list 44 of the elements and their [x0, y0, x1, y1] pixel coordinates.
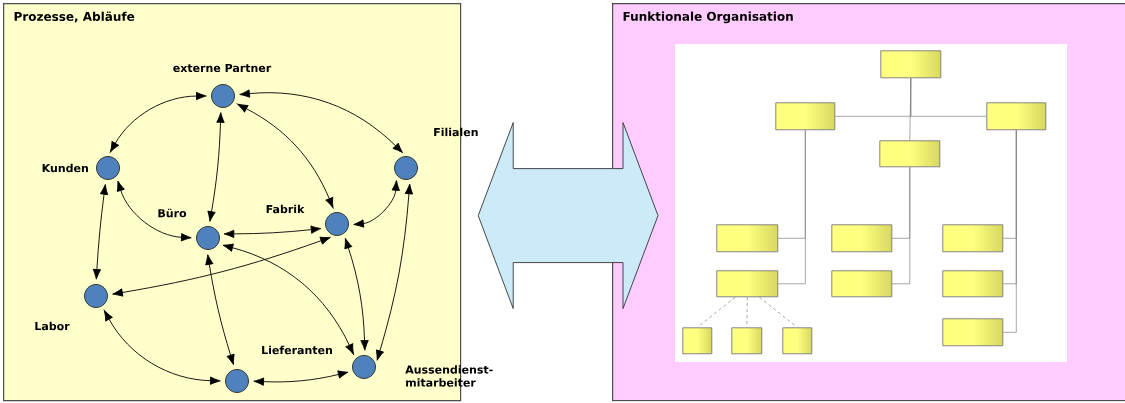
org-box [986, 102, 1047, 131]
org-box [880, 50, 942, 79]
node-label: Büro [158, 208, 187, 218]
arrow [253, 370, 349, 386]
arrow [109, 91, 207, 153]
arrow [222, 243, 354, 355]
node-label: Kunden [42, 163, 88, 173]
node-label: Lieferanten [262, 345, 332, 355]
panel-heading: Funktionale Organisation [623, 11, 793, 24]
connector-line [777, 129, 806, 285]
org-box [731, 327, 763, 355]
arrow [237, 103, 334, 209]
connector-line [910, 77, 987, 117]
org-box [716, 270, 779, 298]
arrow [92, 184, 109, 280]
connector-line [1002, 129, 1017, 333]
org-box [831, 270, 893, 298]
org-box [942, 270, 1004, 298]
org-box [682, 327, 713, 355]
arrow [239, 89, 403, 154]
arrow [207, 112, 225, 222]
org-box [782, 327, 813, 355]
node-label: Fabrik [266, 204, 305, 214]
block-arrow [477, 122, 659, 310]
org-box [831, 224, 893, 253]
arrow [344, 237, 369, 351]
org-box [942, 224, 1004, 253]
arrow [103, 310, 221, 385]
connector-line [696, 296, 736, 328]
arrow [223, 225, 322, 239]
panel-heading: Prozesse, Abläufe [14, 11, 135, 23]
arrow [205, 254, 235, 366]
org-box [775, 102, 836, 131]
node-label: Labor [35, 321, 70, 331]
arrow [116, 180, 192, 242]
arrow [112, 236, 331, 297]
arrow [353, 180, 400, 228]
org-box [716, 224, 779, 253]
connector-line [891, 166, 911, 285]
node-label: externe Partner [173, 63, 272, 73]
connector-line [758, 296, 798, 328]
org-box [942, 318, 1004, 347]
arrow [375, 183, 414, 361]
org-box [879, 140, 941, 168]
